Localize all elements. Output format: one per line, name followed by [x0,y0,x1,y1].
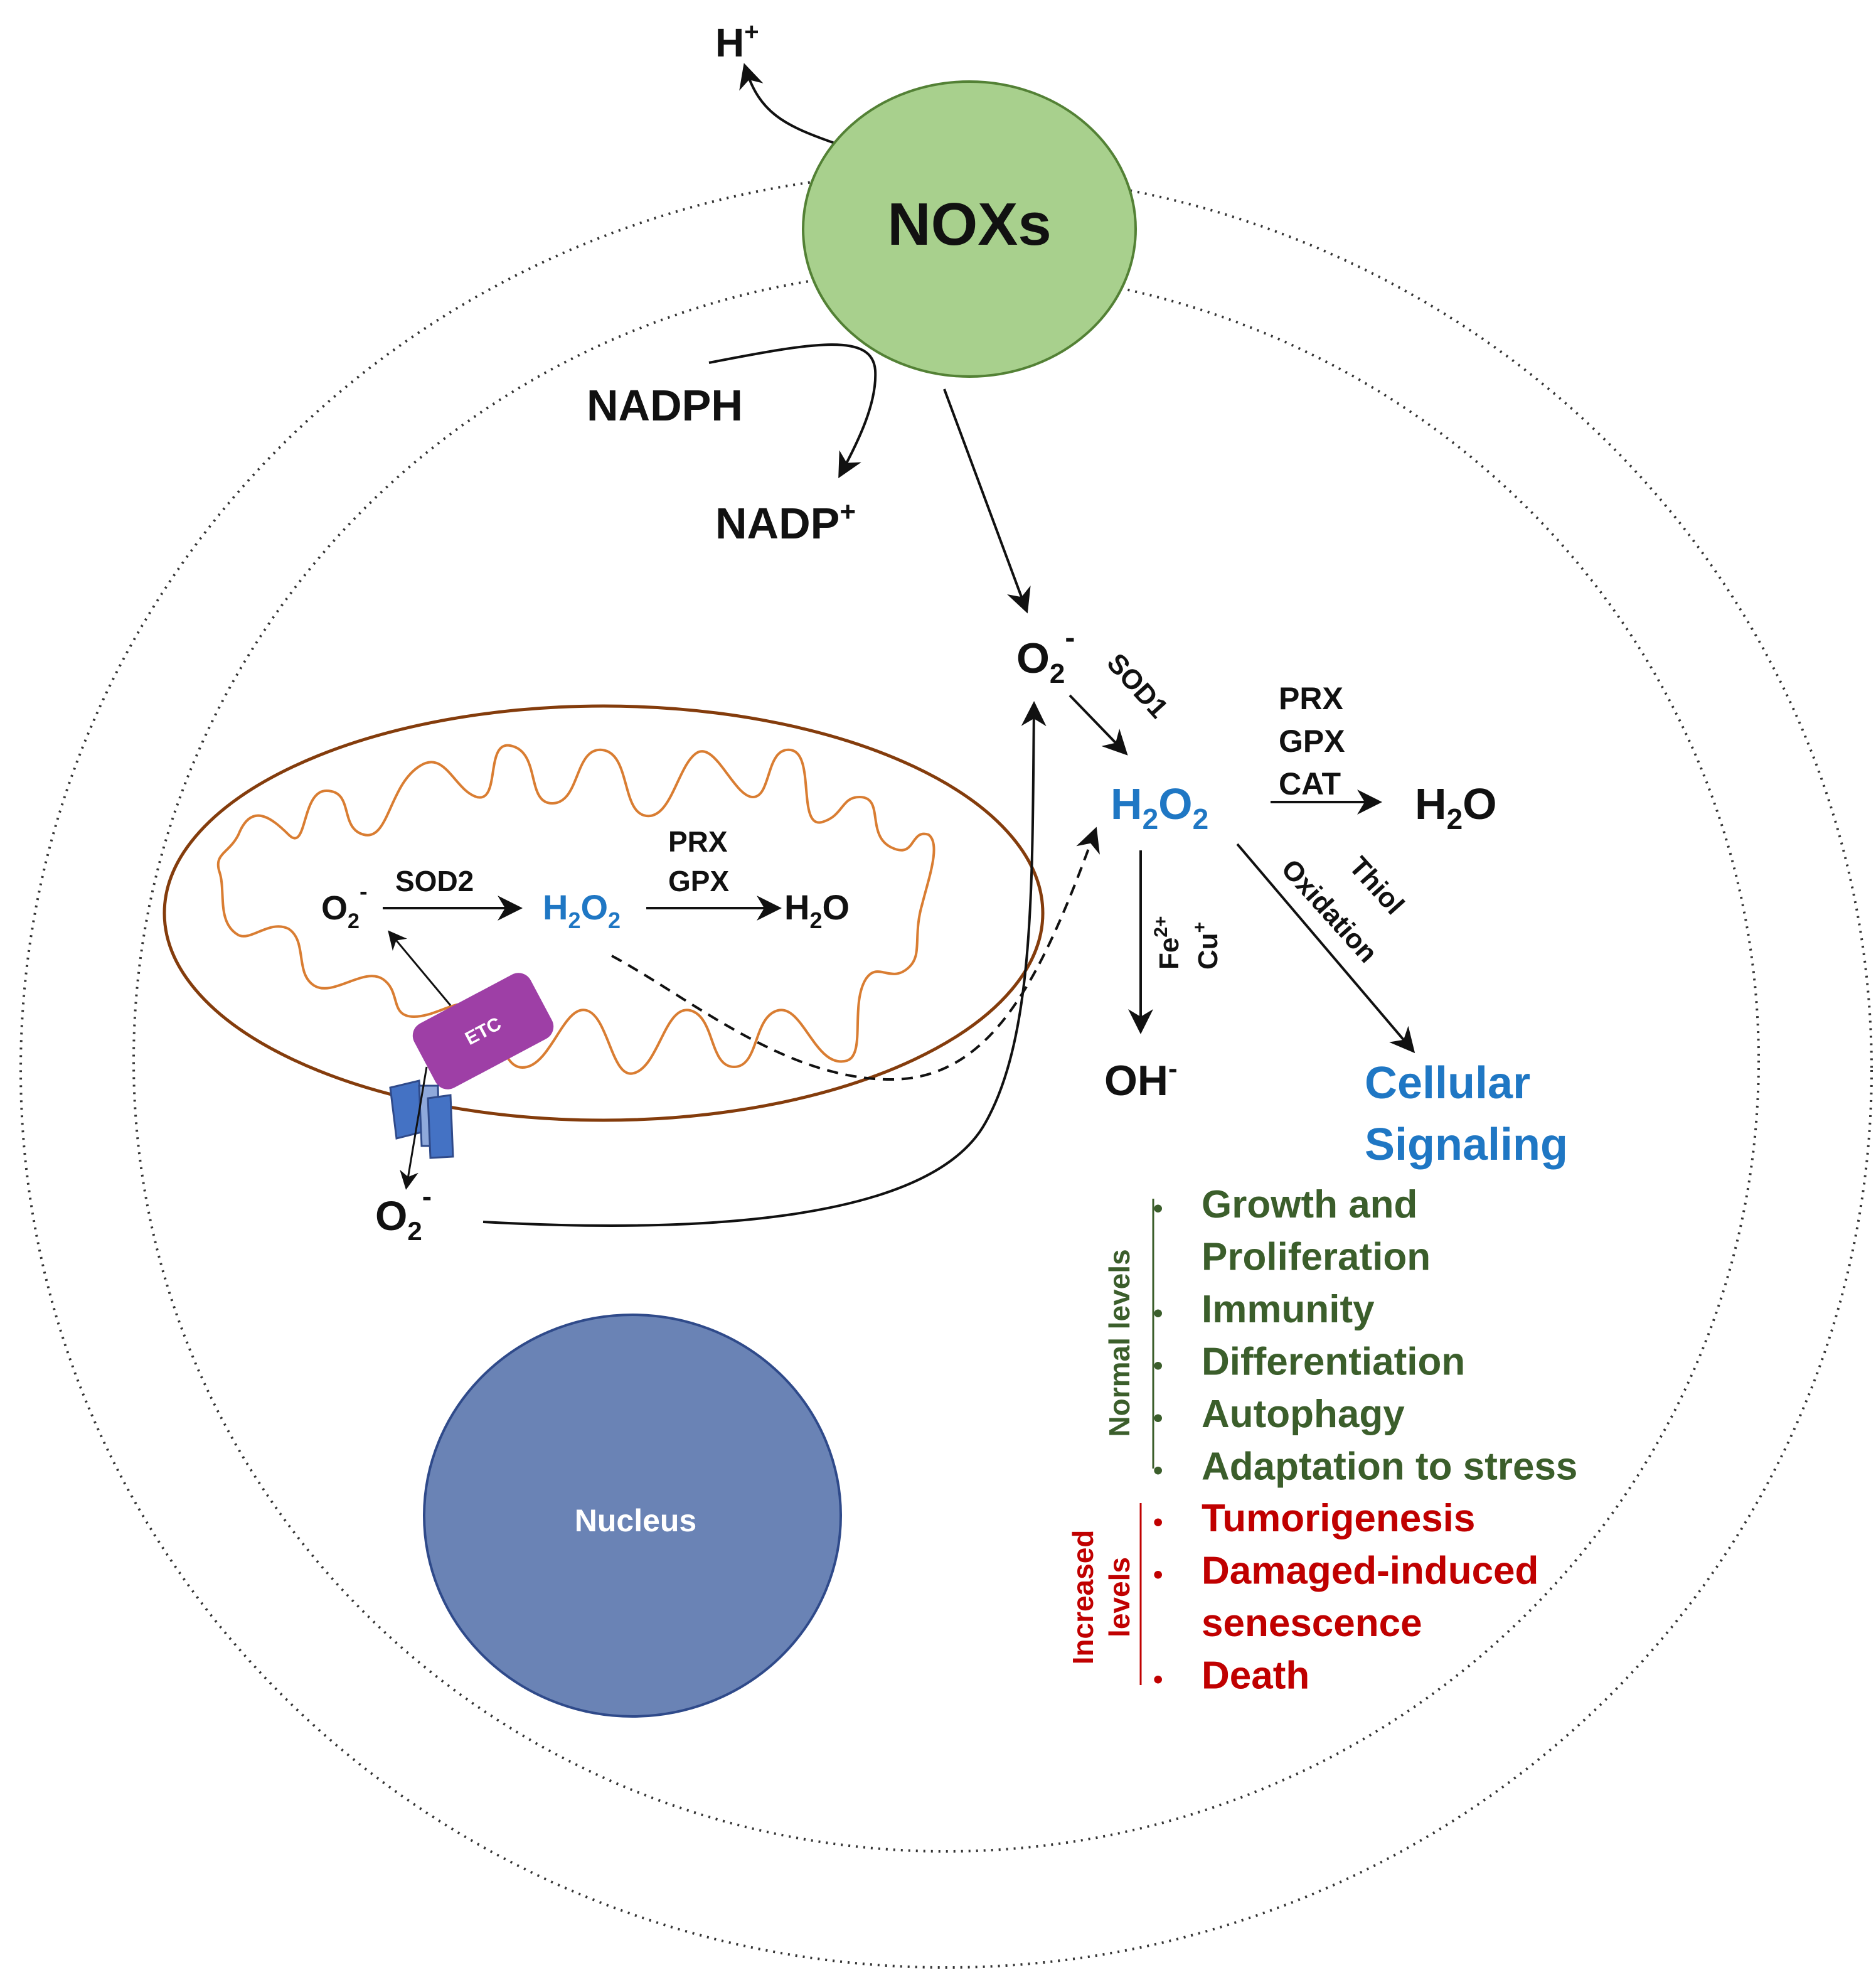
list-item: Growth and [1202,1183,1417,1226]
list-bullet: • [1153,1193,1163,1224]
list-item: Differentiation [1202,1341,1465,1384]
list-item: Autophagy [1202,1393,1405,1436]
sod1-label: SOD1 [1101,648,1175,724]
h2o2-diffusion-arrow [611,827,1100,1081]
list-bullet: • [1153,1403,1163,1433]
list-bullet: • [1153,1298,1163,1329]
list-item: Proliferation [1202,1236,1431,1279]
nucleus-label: Nucleus [575,1503,697,1538]
thiol-oxidation-arrow [1236,843,1415,1054]
nox-enzyme [802,80,1137,378]
list-item: Tumorigenesis [1202,1497,1475,1540]
nadp-label: NADP+ [715,496,856,548]
list-bullet: • [1153,1455,1163,1486]
mito-h2o2-label: H2O2 [543,887,621,933]
increased-levels-label-1: Increased [1067,1530,1099,1665]
list-bullet: • [1153,1664,1163,1695]
cytosol-water-label: H2O [1415,779,1497,835]
mito-water-label: H2O [784,887,850,933]
cytosol-prx-label: PRX [1279,681,1343,716]
mito-gpx-label: GPX [668,865,729,897]
mitochondrion-membrane [163,704,1045,1122]
inner-cell-membrane [132,269,1760,1853]
cytosol-gpx-label: GPX [1279,724,1345,759]
mito-superoxide-label: O2- [321,879,368,933]
list-item: Adaptation to stress [1202,1445,1577,1489]
sod1-arrow [1069,694,1128,756]
outer-cell-membrane [19,171,1873,1969]
cytosol-superoxide-transport-arrow [482,701,1047,1227]
sod2-label: SOD2 [395,865,474,897]
list-bullet: • [1153,1351,1163,1381]
list-bullet: • [1153,1560,1163,1590]
list-item: Damaged-induced [1202,1549,1538,1593]
list-bullet: • [1153,1507,1163,1538]
nucleus [423,1314,842,1718]
h-plus-arrow [739,63,835,144]
mito-prx-label: PRX [668,825,728,858]
list-item: Death [1202,1654,1309,1698]
proton-label: H+ [715,18,759,65]
thiol-label: Thiol [1343,851,1410,921]
nox-to-superoxide-arrow [943,388,1031,614]
nox-label: NOXs [887,191,1051,258]
copper-label: Cu+ [1190,922,1223,970]
iron-label: Fe2+ [1151,916,1185,970]
hydroxyl-radical-label: OH- [1104,1053,1178,1105]
etc-channel [389,1079,454,1159]
normal-levels-label: Normal levels [1103,1249,1136,1437]
nadph-label: NADPH [587,381,743,430]
etc-to-mito-superoxide-arrow [388,930,452,1006]
increased-levels-label-2: levels [1103,1557,1136,1637]
cellular-label: Cellular [1365,1058,1530,1108]
list-item: senescence [1202,1602,1422,1645]
etc-cytosol-superoxide-label: O2- [375,1180,432,1246]
nadph-arrow [708,343,877,479]
list-item: Immunity [1202,1288,1375,1331]
cytosol-superoxide-label: O2- [1016,621,1075,689]
cytosol-h2o2-label: H2O2 [1111,779,1208,835]
etc-complex: ETC [412,973,554,1089]
etc-to-cytosol-superoxide-arrow [400,1066,428,1190]
mitochondrion-cristae [216,744,935,1075]
increased-outcomes-list: • Tumorigenesis • Damaged-induced senescence… [1153,1497,1538,1698]
signaling-label: Signaling [1365,1120,1568,1170]
cytosol-cat-label: CAT [1279,766,1341,801]
